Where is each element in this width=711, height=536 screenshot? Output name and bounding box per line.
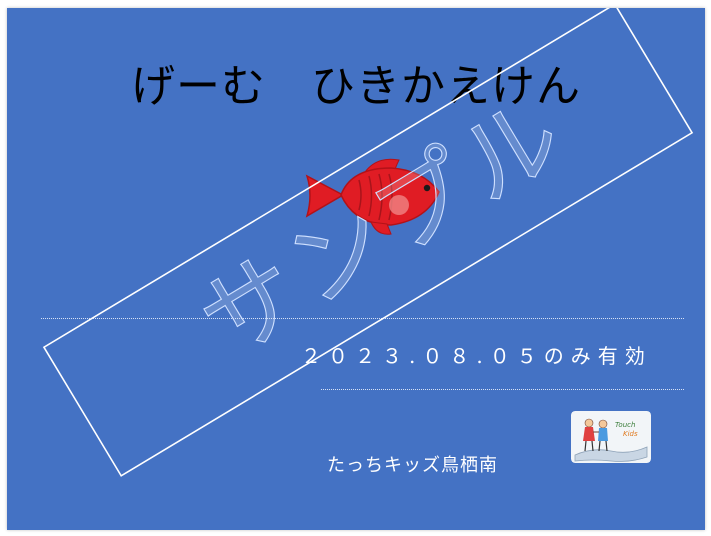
logo-text-kids: Kids xyxy=(623,430,638,438)
fish-icon xyxy=(305,158,440,235)
store-name: たっちキッズ鳥栖南 xyxy=(327,455,498,476)
ticket-title: げーむ ひきかえけん xyxy=(131,61,581,112)
game-exchange-ticket: げーむ ひきかえけん ２０２３.０８.０５のみ有効 たっちキッズ鳥栖南 xyxy=(7,8,705,530)
separator-line-upper xyxy=(41,318,684,319)
logo-text-touch: Touch xyxy=(615,421,635,429)
separator-line-lower xyxy=(321,389,684,390)
validity-date: ２０２３.０８.０５のみ有効 xyxy=(301,344,652,368)
touch-kids-logo: Touch Kids xyxy=(571,411,651,463)
